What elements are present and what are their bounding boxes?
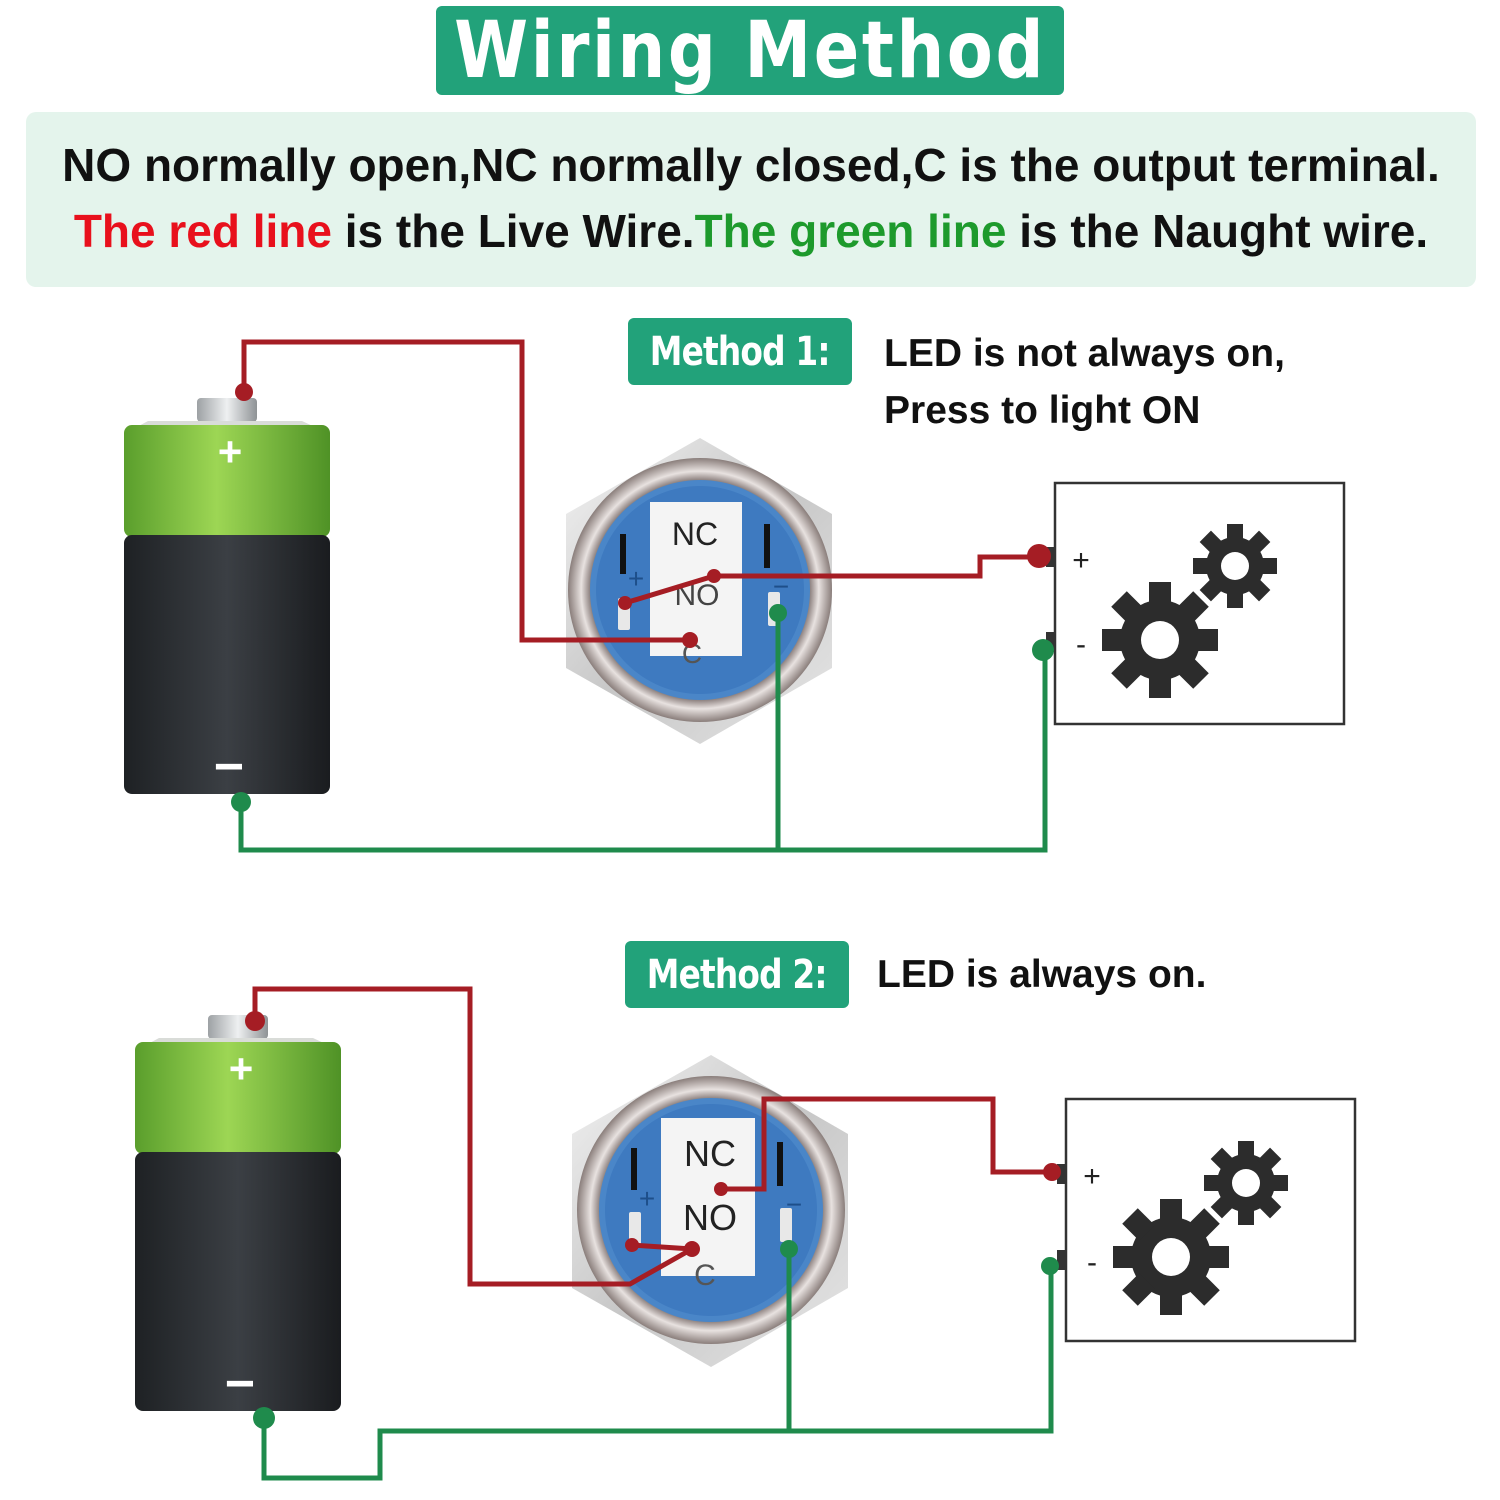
switch-2-no-label: NO	[683, 1197, 737, 1238]
battery-1-plus: +	[218, 428, 243, 475]
method-2-wires	[252, 986, 1054, 1481]
method-1-wire-dots	[231, 383, 1054, 812]
method-1-label: Method 1:	[650, 328, 831, 375]
battery-1-minus: −	[214, 738, 244, 796]
switch-1-plus-label: +	[628, 563, 644, 594]
method-1-badge: Method 1:	[628, 318, 852, 385]
method-2-circuit: + − NC NO C + − + -	[135, 986, 1357, 1481]
info-box: NO normally open,NC normally closed,C is…	[26, 112, 1476, 287]
battery-1: + −	[124, 398, 330, 796]
switch-2-nc-label: NC	[684, 1133, 736, 1174]
load-2-minus: -	[1087, 1246, 1097, 1279]
battery-2-minus: −	[225, 1355, 255, 1413]
method-1-wires	[238, 339, 1048, 853]
load-1-plus: +	[1072, 544, 1090, 577]
gear-large-icon	[1102, 582, 1218, 698]
green-line-label: The green line	[694, 205, 1007, 257]
load-device-1: + -	[1046, 481, 1346, 726]
push-switch-1: NC NO C + −	[566, 438, 832, 744]
gear-small-icon	[1193, 524, 1277, 608]
push-switch-2: NC NO C + −	[572, 1055, 848, 1367]
battery-2-plus: +	[229, 1045, 254, 1092]
load-2-plus: +	[1083, 1160, 1101, 1193]
method-1-circuit: + − NC NO C + − + -	[124, 339, 1346, 853]
load-device-2: + -	[1057, 1097, 1357, 1343]
switch-2-c-label: C	[694, 1259, 716, 1292]
method-2-wire-dots	[245, 1011, 1061, 1429]
switch-2-minus-label: −	[786, 1189, 802, 1220]
battery-2: + −	[135, 1015, 341, 1413]
method-1-desc-line-2: Press to light ON	[884, 389, 1201, 432]
switch-1-nc-label: NC	[672, 516, 718, 552]
info-line-wires: The red line is the Live Wire.The green …	[26, 204, 1476, 258]
load-1-minus: -	[1076, 628, 1086, 661]
method-2-badge: Method 2:	[625, 941, 849, 1008]
switch-2-plus-label: +	[639, 1183, 655, 1214]
title-badge: Wiring Method	[436, 5, 1064, 96]
gear-small-icon	[1204, 1141, 1288, 1225]
method-2-label: Method 2:	[647, 951, 828, 998]
live-wire-text: is the Live Wire.	[331, 205, 695, 257]
method-2-desc-line-1: LED is always on.	[877, 953, 1207, 996]
method-1-desc-line-1: LED is not always on,	[884, 332, 1285, 375]
red-line-label: The red line	[73, 205, 332, 257]
naught-wire-text: is the Naught wire.	[1006, 205, 1429, 257]
info-line-terminals: NO normally open,NC normally closed,C is…	[62, 139, 1440, 191]
switch-1-minus-label: −	[773, 571, 789, 602]
gear-large-icon	[1113, 1199, 1229, 1315]
page-title: Wiring Method	[454, 5, 1046, 96]
